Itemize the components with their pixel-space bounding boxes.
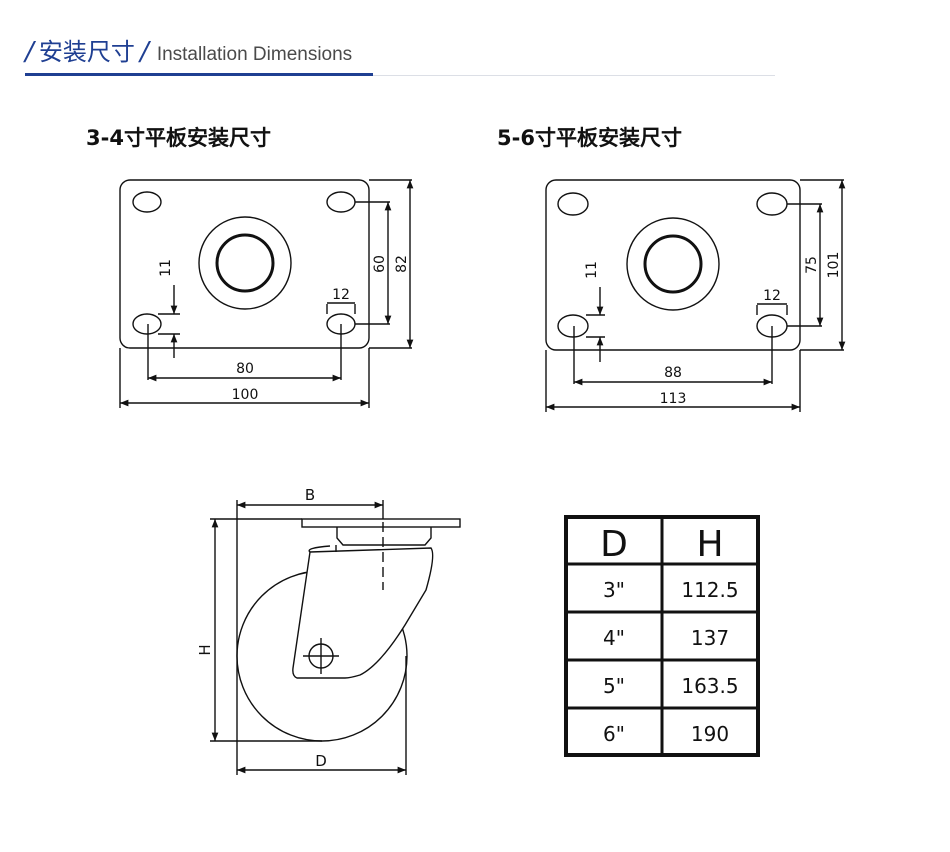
table-cell: 4" xyxy=(603,626,625,650)
large-plate-slot xyxy=(756,192,788,216)
large-plate-boss-inner xyxy=(643,234,703,294)
caster-fork xyxy=(292,547,434,679)
dim-label-100: 100 xyxy=(232,387,259,403)
dim-label-12: 12 xyxy=(332,287,350,303)
table-cell: 163.5 xyxy=(681,674,738,698)
table-header-cell: D xyxy=(600,524,628,565)
small-plate-slot xyxy=(132,191,162,213)
dim-label-82: 82 xyxy=(394,255,410,273)
caster-label-d: D xyxy=(315,752,327,770)
small-plate-drawing xyxy=(119,179,414,408)
table-cell: 137 xyxy=(691,626,729,650)
small-plate-boss-inner xyxy=(215,233,275,293)
caster-top-plate xyxy=(301,518,461,528)
header-slash: / xyxy=(25,37,34,67)
caster-labels: B H D xyxy=(196,486,327,770)
dim-label-113: 113 xyxy=(660,391,687,407)
large-plate-labels: 101 75 11 12 88 113 xyxy=(584,252,842,407)
header-slash: / xyxy=(139,37,149,67)
dim-label-88: 88 xyxy=(664,365,682,381)
dim-label-80: 80 xyxy=(236,361,254,377)
large-plate-slot xyxy=(557,314,589,338)
small-plate-labels: 82 60 11 12 80 100 xyxy=(158,255,410,403)
caster-label-b: B xyxy=(305,486,315,504)
dim-label-60: 60 xyxy=(372,255,388,273)
small-plate-boss-outer xyxy=(198,216,292,310)
dim-label-101: 101 xyxy=(826,252,842,279)
header-accent-bar xyxy=(25,73,373,76)
header-divider xyxy=(25,75,775,76)
large-plate-title: 5-6寸平板安装尺寸 xyxy=(497,126,682,150)
dim-label-12: 12 xyxy=(763,288,781,304)
small-plate-slot xyxy=(326,191,356,213)
header-title-cn: 安装尺寸 xyxy=(38,38,135,66)
caster-drawing xyxy=(210,500,461,775)
table-cell: 5" xyxy=(603,674,625,698)
dim-label-11: 11 xyxy=(158,259,174,277)
large-plate-drawing xyxy=(545,179,846,412)
header-title: / 安装尺寸 / Installation Dimensions xyxy=(25,32,352,67)
dim-label-75: 75 xyxy=(804,256,820,274)
small-plate-slot xyxy=(132,313,162,335)
table-header-cell: H xyxy=(696,524,723,565)
large-plate-outline xyxy=(545,179,801,351)
section-header: / 安装尺寸 / Installation Dimensions xyxy=(25,28,775,76)
caster-swivel-head xyxy=(336,527,432,546)
small-plate-title: 3-4寸平板安装尺寸 xyxy=(86,126,271,150)
table-cell: 3" xyxy=(603,578,625,602)
size-table: D H 3" 112.5 4" 137 5" 163.5 6" 190 xyxy=(564,515,760,757)
dim-label-11: 11 xyxy=(584,261,600,279)
table-cell: 112.5 xyxy=(681,578,738,602)
small-plate-outline xyxy=(119,179,370,349)
header-title-en: Installation Dimensions xyxy=(156,44,353,65)
caster-label-h: H xyxy=(196,644,214,655)
large-plate-boss-outer xyxy=(626,217,720,311)
large-plate-slot xyxy=(557,192,589,216)
table-cell: 6" xyxy=(603,722,625,746)
table-cell: 190 xyxy=(691,722,729,746)
